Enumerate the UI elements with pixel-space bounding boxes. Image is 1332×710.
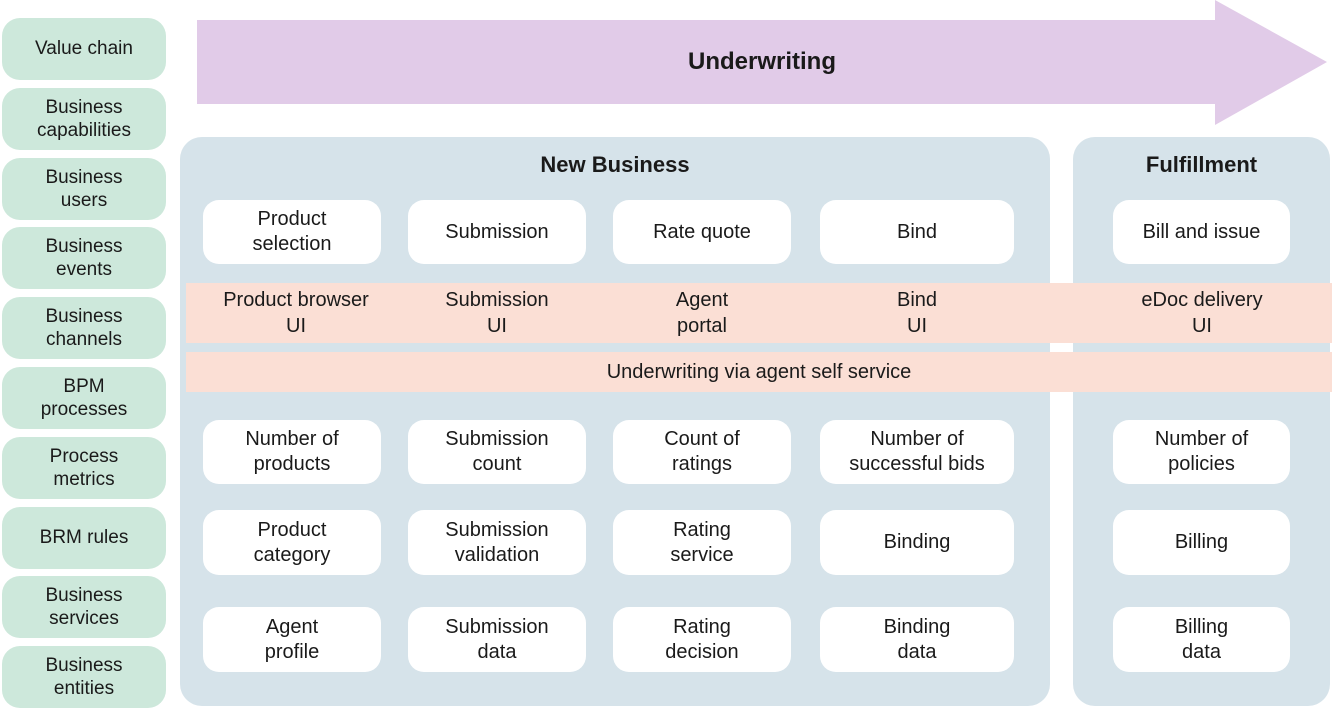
entity-box-binding-data: Binding data bbox=[820, 607, 1014, 672]
service-box-submission-validation: Submission validation bbox=[408, 510, 586, 575]
channel-label-bind-ui: Bind UI bbox=[896, 289, 938, 337]
metric-box-number-of-products: Number of products bbox=[203, 420, 381, 484]
capability-box-bill-and-issue: Bill and issue bbox=[1113, 200, 1290, 264]
metric-box-number-of-successful-bids: Number of successful bids bbox=[820, 420, 1014, 484]
sidebar-item-business-services: Business services bbox=[2, 576, 166, 638]
sidebar-item-business-users: Business users bbox=[2, 158, 166, 220]
sidebar-item-business-events: Business events bbox=[2, 227, 166, 289]
capability-box-product-selection: Product selection bbox=[203, 200, 381, 264]
underwriting-arrow-body bbox=[197, 20, 1215, 104]
service-box-binding: Binding bbox=[820, 510, 1014, 575]
service-box-rating-service: Rating service bbox=[613, 510, 791, 575]
sidebar-item-business-channels: Business channels bbox=[2, 297, 166, 359]
new-business-panel-title: New Business bbox=[540, 152, 690, 177]
metric-box-count-of-ratings: Count of ratings bbox=[613, 420, 791, 484]
bpm-process-band: Underwriting via agent self service bbox=[186, 352, 1332, 392]
sidebar-item-process-metrics: Process metrics bbox=[2, 437, 166, 499]
service-box-product-category: Product category bbox=[203, 510, 381, 575]
channel-label-agent-portal: Agent portal bbox=[675, 289, 729, 337]
sidebar-item-business-entities: Business entities bbox=[2, 646, 166, 708]
business-channels-band: Product browser UI Submission UI Agent p… bbox=[186, 283, 1332, 343]
sidebar-item-bpm-processes: BPM processes bbox=[2, 367, 166, 429]
entity-box-submission-data: Submission data bbox=[408, 607, 586, 672]
underwriting-arrow-head bbox=[1215, 0, 1327, 125]
sidebar-item-value-chain: Value chain bbox=[2, 18, 166, 80]
entity-box-rating-decision: Rating decision bbox=[613, 607, 791, 672]
capability-box-submission: Submission bbox=[408, 200, 586, 264]
metric-box-submission-count: Submission count bbox=[408, 420, 586, 484]
metric-box-number-of-policies: Number of policies bbox=[1113, 420, 1290, 484]
channel-label-submission-ui: Submission UI bbox=[445, 289, 549, 337]
entity-box-billing-data: Billing data bbox=[1113, 607, 1290, 672]
underwriting-arrow-label: Underwriting bbox=[688, 48, 836, 75]
capability-box-rate-quote: Rate quote bbox=[613, 200, 791, 264]
sidebar-item-business-capabilities: Business capabilities bbox=[2, 88, 166, 150]
service-box-billing: Billing bbox=[1113, 510, 1290, 575]
entity-box-agent-profile: Agent profile bbox=[203, 607, 381, 672]
channel-label-product-browser-ui: Product browser UI bbox=[223, 289, 369, 337]
sidebar-item-brm-rules: BRM rules bbox=[2, 507, 166, 569]
fulfillment-panel-title: Fulfillment bbox=[1145, 152, 1258, 177]
capability-box-bind: Bind bbox=[820, 200, 1014, 264]
channel-label-edoc-delivery-ui: eDoc delivery UI bbox=[1141, 289, 1263, 337]
